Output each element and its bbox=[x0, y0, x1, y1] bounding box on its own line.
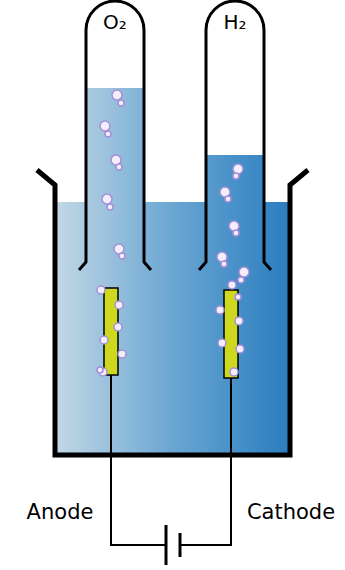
gas-bubble bbox=[102, 194, 112, 204]
gas-bubble bbox=[239, 267, 249, 277]
gas-bubble bbox=[236, 345, 244, 353]
electrode-label: Cathode bbox=[247, 502, 335, 523]
gas-bubble bbox=[118, 350, 126, 358]
gas-bubble bbox=[115, 301, 123, 309]
gas-bubble bbox=[118, 100, 124, 106]
gas-bubble bbox=[217, 252, 227, 262]
gas-bubble bbox=[235, 317, 243, 325]
gas-bubble bbox=[221, 261, 227, 267]
anode-electrode bbox=[104, 288, 118, 375]
gas-bubble bbox=[225, 196, 231, 202]
battery-plate bbox=[165, 525, 168, 565]
gas-bubble bbox=[233, 173, 239, 179]
gas-label: H₂ bbox=[223, 12, 246, 32]
gas-bubble bbox=[228, 281, 236, 289]
gas-bubble bbox=[229, 221, 239, 231]
test-tube bbox=[79, 1, 271, 270]
gas-bubble bbox=[100, 121, 110, 131]
tube-water bbox=[207, 155, 263, 204]
gas-label: O₂ bbox=[103, 12, 127, 32]
gas-bubble bbox=[218, 339, 226, 347]
tube-water bbox=[87, 88, 143, 204]
gas-bubble bbox=[97, 367, 103, 373]
gas-bubble bbox=[235, 294, 241, 300]
beaker bbox=[37, 170, 308, 455]
gas-bubble bbox=[216, 306, 224, 314]
gas-bubble bbox=[119, 253, 125, 259]
battery-plate bbox=[179, 533, 182, 557]
gas-bubble bbox=[105, 131, 111, 137]
bubbles bbox=[97, 90, 249, 376]
gas-bubble bbox=[116, 164, 122, 170]
gas-bubble bbox=[233, 230, 239, 236]
water bbox=[55, 202, 290, 455]
gas-bubble bbox=[107, 204, 113, 210]
gas-bubble bbox=[100, 336, 108, 344]
gas-bubble bbox=[114, 323, 122, 331]
gas-bubble bbox=[230, 368, 238, 376]
wire bbox=[111, 375, 231, 545]
gas-bubble bbox=[233, 164, 243, 174]
gas-bubble bbox=[238, 277, 244, 283]
gas-bubble bbox=[97, 286, 105, 294]
electrode-label: Anode bbox=[27, 502, 94, 523]
cathode-electrode bbox=[224, 290, 238, 378]
gas-bubble bbox=[112, 90, 122, 100]
